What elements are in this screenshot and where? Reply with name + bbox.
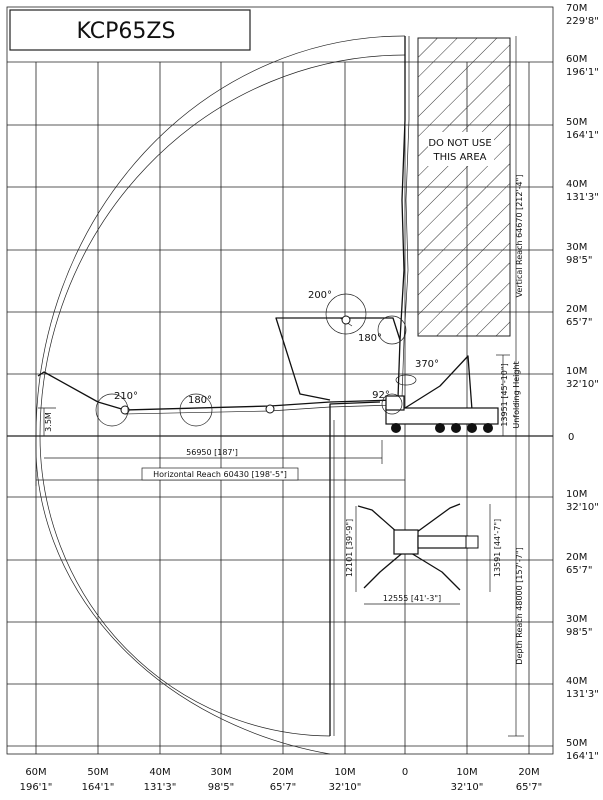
y-tick-sublabel: 98'5" [566, 627, 592, 638]
angle-arc-370 [395, 374, 417, 386]
y-tick-sublabel: 164'1" [566, 130, 599, 141]
y-tick-label: 60M [566, 54, 587, 65]
boom-joint [341, 315, 351, 325]
boom-vertical [397, 36, 406, 399]
boom-joint-mid [265, 404, 275, 414]
dim-unfolding-height: 13951 [45'-10"] [500, 363, 509, 426]
x-tick-label: 60M [25, 767, 46, 778]
dim-vertical-reach: Vertical Reach 64670 [212'-4"] [515, 175, 524, 298]
inner-reach-envelope [39, 54, 406, 737]
y-tick-label: 50M [566, 738, 587, 749]
y-tick-sublabel: 229'8" [566, 16, 599, 27]
x-tick-label: 40M [149, 767, 170, 778]
y-tick-label: 10M [566, 489, 587, 500]
angle-arc-92 [381, 393, 403, 415]
angle-210: 210° [114, 391, 138, 402]
angle-arc-180-left [179, 393, 213, 427]
boom-folded-200 [275, 317, 401, 401]
x-tick-sublabel: 131'3" [144, 782, 177, 793]
x-tick-label: 20M [272, 767, 293, 778]
y-tick-sublabel: 131'3" [566, 689, 599, 700]
x-tick-sublabel: 32'10" [329, 782, 362, 793]
dim-depth-reach: Depth Reach 48000 [157'-7"] [515, 547, 524, 664]
dim-12555: 12555 [41'-3"] [383, 594, 441, 603]
y-tick-sublabel: 131'3" [566, 192, 599, 203]
y-tick-label: 40M [566, 676, 587, 687]
no-use-label-2: THIS AREA [432, 152, 486, 163]
boom-folded-200-tip [276, 317, 353, 327]
angle-arc-210 [95, 393, 129, 427]
x-tick-label: 0 [402, 767, 408, 778]
boom-depth [329, 401, 381, 736]
x-axis-labels: 60M 196'1" 50M 164'1" 40M 131'3" 30M 98'5" 20M 65… [20, 767, 543, 793]
y-tick-sublabel: 65'7" [566, 565, 592, 576]
y-tick-label: 50M [566, 117, 587, 128]
dim-13591: 13591 [44'-7"] [493, 519, 502, 577]
boom-vertical-inner [401, 36, 410, 399]
y-tick-label: 20M [566, 552, 587, 563]
y-tick-label: 70M [566, 3, 587, 14]
y-tick-sublabel: 65'7" [566, 317, 592, 328]
max-reach-envelope [35, 35, 406, 755]
angle-arc-180-top [377, 315, 407, 345]
y-tick-label: 30M [566, 614, 587, 625]
no-use-label-bg [428, 132, 494, 166]
dim-12101: 12101 [39'-9"] [345, 519, 354, 577]
boom-horizontal-lower [124, 404, 396, 415]
truck [385, 395, 499, 433]
angle-92: 92° [372, 390, 390, 401]
y-tick-label: 20M [566, 304, 587, 315]
no-use-area [417, 37, 511, 337]
dim-56950: 56950 [187'] [186, 448, 238, 457]
x-tick-label: 20M [518, 767, 539, 778]
x-tick-label: 10M [334, 767, 355, 778]
x-tick-label: 50M [87, 767, 108, 778]
angle-arc-200 [325, 293, 367, 335]
x-tick-sublabel: 98'5" [208, 782, 234, 793]
diagram-frame [6, 6, 554, 755]
x-tick-sublabel: 32'10" [451, 782, 484, 793]
y-tick-sublabel: 196'1" [566, 67, 599, 78]
title: KCP65ZS [77, 19, 176, 44]
outrigger-plan [357, 503, 479, 591]
dim-horizontal-reach: Horizontal Reach 60430 [198'-5"] [153, 470, 287, 479]
x-tick-label: 10M [456, 767, 477, 778]
y-tick-label: 0 [568, 432, 574, 443]
y-tick-label: 10M [566, 366, 587, 377]
x-tick-sublabel: 196'1" [20, 782, 53, 793]
boom-horizontal [37, 371, 396, 411]
boom-joint-left [120, 405, 130, 415]
angle-180-left: 180° [188, 395, 212, 406]
dim-3-5m: 3.5M [44, 412, 53, 432]
y-tick-sublabel: 164'1" [566, 751, 599, 762]
x-tick-label: 30M [210, 767, 231, 778]
x-tick-sublabel: 65'7" [270, 782, 296, 793]
dim-unfolding-label: Unfolding Height [512, 361, 521, 428]
title-box [9, 9, 251, 51]
y-tick-sublabel: 32'10" [566, 379, 599, 390]
y-tick-label: 40M [566, 179, 587, 190]
y-tick-sublabel: 32'10" [566, 502, 599, 513]
y-tick-sublabel: 98'5" [566, 255, 592, 266]
y-tick-label: 30M [566, 242, 587, 253]
x-tick-sublabel: 65'7" [516, 782, 542, 793]
x-tick-sublabel: 164'1" [82, 782, 115, 793]
angle-180-top: 180° [358, 333, 382, 344]
no-use-label-1: DO NOT USE [428, 138, 491, 149]
angle-370: 370° [415, 359, 439, 370]
angle-200: 200° [308, 290, 332, 301]
y-axis-labels: 70M 229'8" 60M 196'1" 50M 164'1" 40M 131'3" 30M 9… [566, 3, 599, 762]
